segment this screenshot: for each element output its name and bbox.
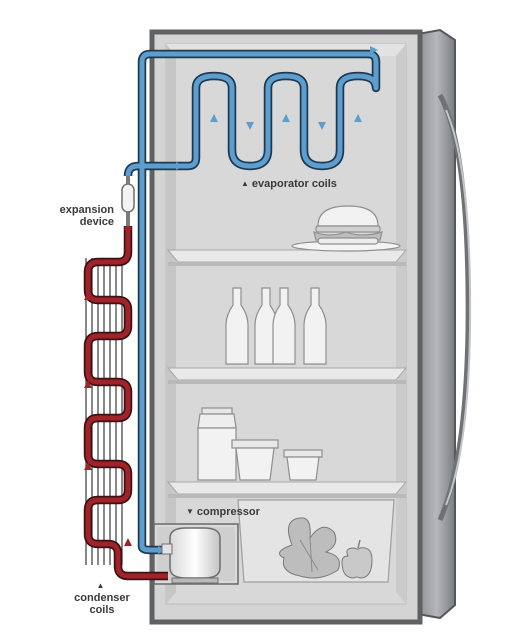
milk-carton-icon [197,407,237,481]
expansion-device-label: expansion device [30,204,114,228]
evaporator-label-text: evaporator coils [251,178,337,190]
compressor-label-text: compressor [196,506,260,518]
compressor-label: ▼compressor [186,506,260,518]
bottles [225,287,327,365]
apple-icon [341,539,373,579]
evaporator-coils-label: ▲evaporator coils [241,178,337,190]
compressor-icon [161,527,221,584]
crisper-drawer [237,499,395,583]
condenser-label-line2: coils [89,604,115,616]
condenser-coils [83,222,168,581]
shelves [166,249,408,498]
triangle-up-icon: ▲ [241,179,249,188]
containers [197,407,323,481]
condenser-coils-label: ▲ condenser coils [62,580,142,616]
triangle-down-icon: ▼ [186,507,194,516]
triangle-up-icon: ▲ [96,581,105,590]
cup-icon [231,439,279,481]
expansion-device-icon [121,176,135,226]
condenser-label-line1: condenser [74,592,130,604]
refrigerator-door [417,28,472,620]
expansion-label-line2: device [79,216,114,228]
evaporator-coils [123,46,381,555]
burger-icon [291,205,401,252]
cup-icon [283,449,323,481]
bottle-icon [303,287,327,365]
bottle-icon [272,287,296,365]
bottle-icon [225,287,249,365]
expansion-label-line1: expansion [59,204,114,216]
lettuce-icon [279,517,340,579]
